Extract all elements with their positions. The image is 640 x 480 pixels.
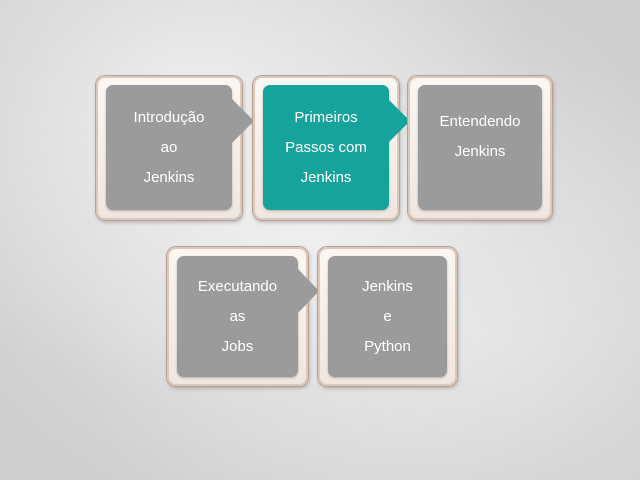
- arrow-right-icon: [298, 269, 319, 313]
- arrow-right-icon: [232, 99, 254, 143]
- step-label-line: Jenkins: [143, 168, 195, 186]
- step-label-line: e: [383, 307, 392, 325]
- step-card-introducao: Introdução ao Jenkins: [96, 76, 242, 220]
- step-label-line: as: [229, 307, 246, 325]
- step-box-entendendo[interactable]: Entendendo Jenkins: [418, 85, 542, 210]
- step-label-line: Jenkins: [362, 277, 413, 295]
- step-card-python: Jenkins e Python: [318, 247, 457, 386]
- step-box-executando[interactable]: Executando as Jobs: [177, 256, 298, 377]
- step-card-primeiros-passos: Primeiros Passos com Jenkins: [253, 76, 399, 220]
- step-label-line: Jenkins: [454, 143, 506, 160]
- step-label-line: Executando: [197, 277, 278, 295]
- step-box-primeiros-passos[interactable]: Primeiros Passos com Jenkins: [263, 85, 389, 210]
- step-label-line: Passos com: [285, 138, 367, 156]
- step-label-line: Introdução: [133, 108, 205, 126]
- step-label-line: Entendendo: [439, 113, 521, 130]
- arrow-right-icon: [388, 99, 410, 143]
- step-label-line: ao: [160, 138, 178, 156]
- step-card-entendendo: Entendendo Jenkins: [408, 76, 552, 220]
- step-box-introducao[interactable]: Introdução ao Jenkins: [106, 85, 232, 210]
- step-label-line: Jobs: [221, 337, 254, 355]
- step-label-line: Python: [364, 337, 411, 355]
- step-label-line: Primeiros: [294, 108, 358, 126]
- step-card-executando: Executando as Jobs: [167, 247, 308, 386]
- step-label-line: Jenkins: [300, 168, 352, 186]
- step-box-python[interactable]: Jenkins e Python: [328, 256, 447, 377]
